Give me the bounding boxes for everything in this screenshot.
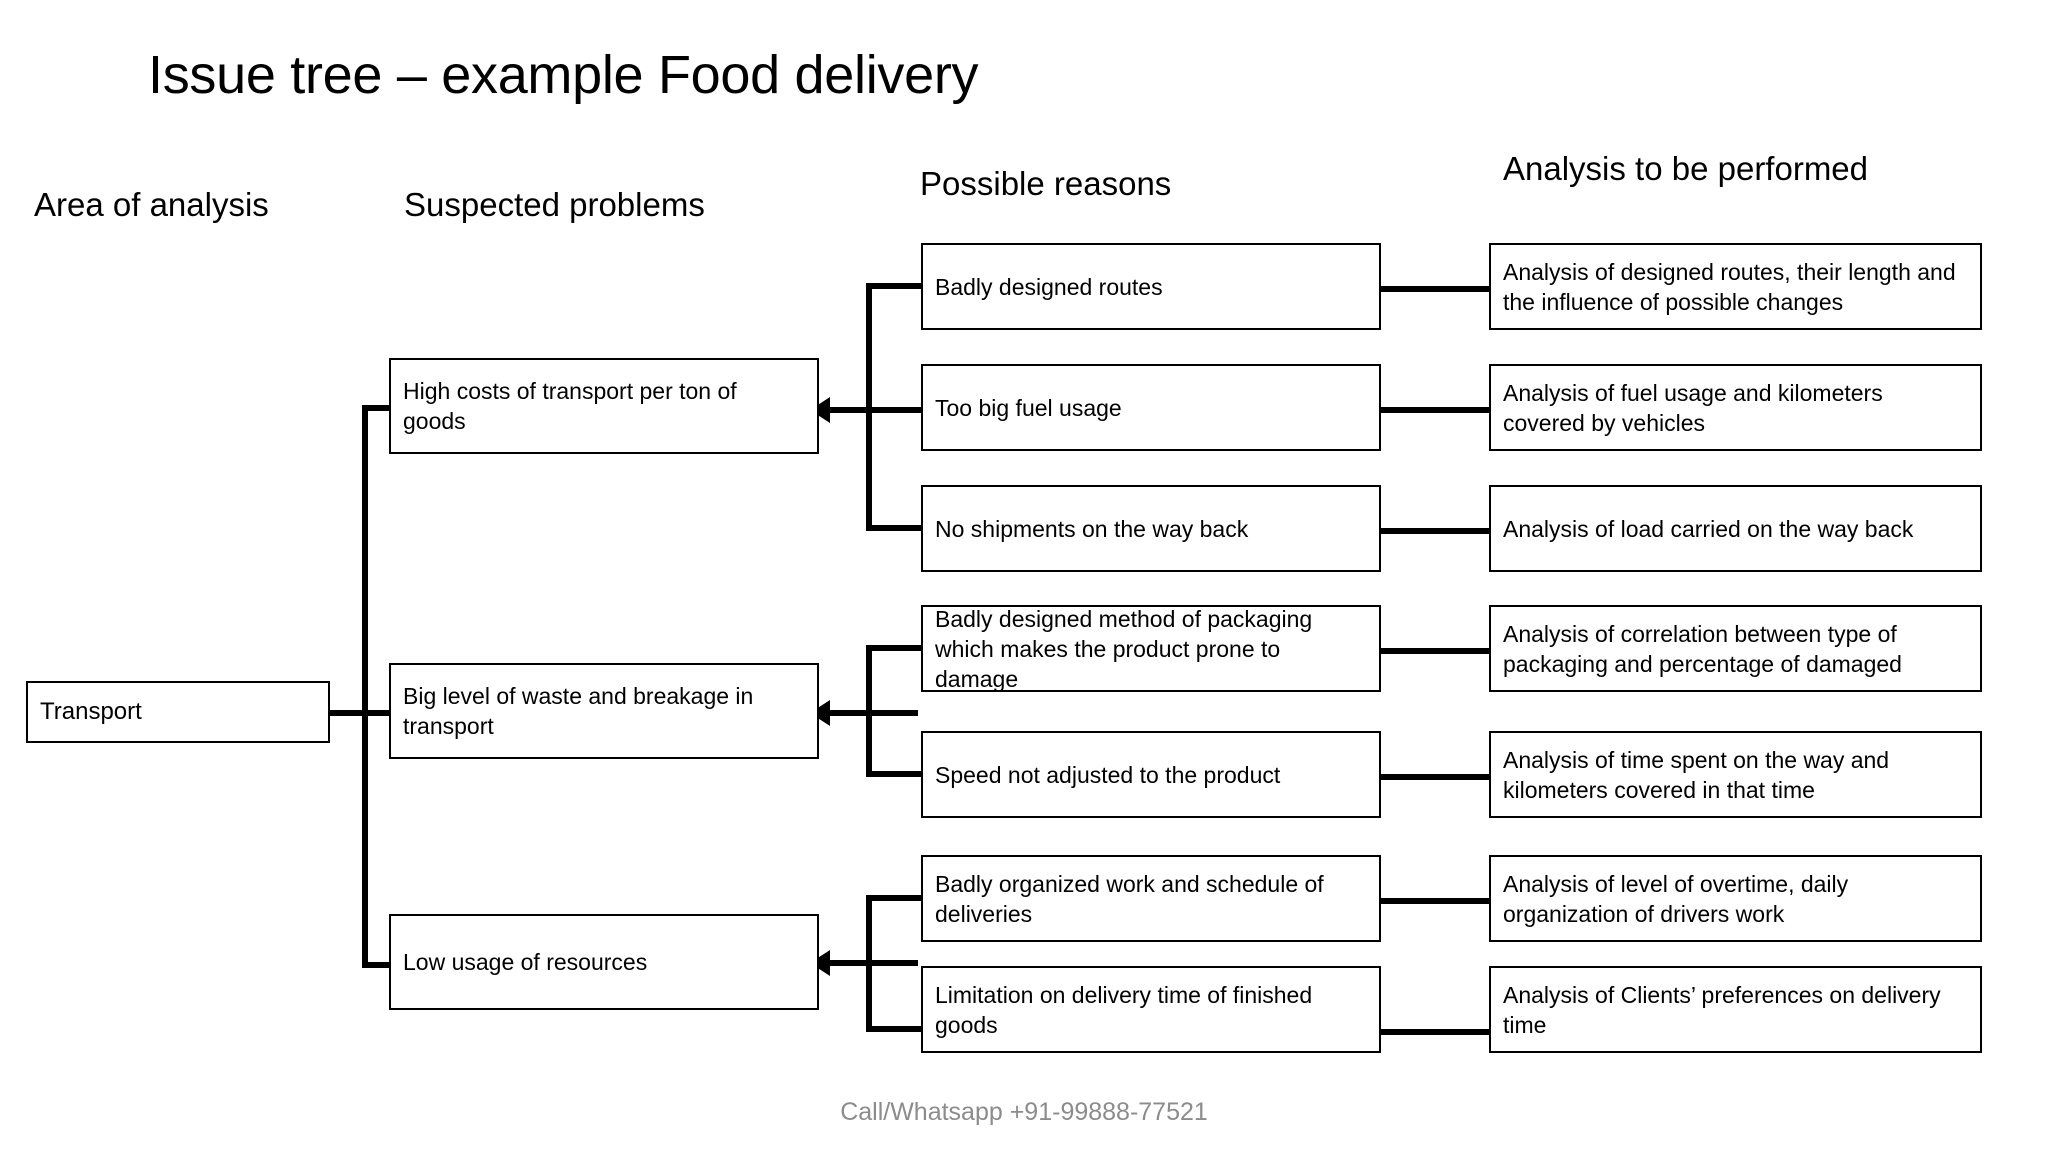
connector-g3-spine <box>866 895 872 1032</box>
connector-g2-analysis-1 <box>1378 648 1490 654</box>
page-title: Issue tree – example Food delivery <box>148 45 979 105</box>
node-label: No shipments on the way back <box>935 515 1249 542</box>
connector-g2-spine <box>866 645 872 777</box>
node-analysis-fuel-usage[interactable]: Analysis of fuel usage and kilometers co… <box>1489 364 1982 451</box>
connector-g2-trunk <box>828 710 918 716</box>
connector-g3-trunk <box>828 960 918 966</box>
column-header-suspected-problems: Suspected problems <box>404 186 705 223</box>
node-reason-too-big-fuel-usage[interactable]: Too big fuel usage <box>921 364 1381 451</box>
node-problem-waste-breakage[interactable]: Big level of waste and breakage in trans… <box>389 663 819 759</box>
connector-g3-reason-2 <box>866 1026 922 1032</box>
node-reason-speed-not-adjusted[interactable]: Speed not adjusted to the product <box>921 731 1381 818</box>
node-label: Analysis of fuel usage and kilometers co… <box>1503 379 1883 436</box>
node-problem-high-costs[interactable]: High costs of transport per ton of goods <box>389 358 819 454</box>
node-label: Analysis of load carried on the way back <box>1503 515 1914 542</box>
column-header-area-of-analysis: Area of analysis <box>34 186 269 223</box>
node-reason-no-shipments-back[interactable]: No shipments on the way back <box>921 485 1381 572</box>
connector-g3-reason-1 <box>866 895 922 901</box>
connector-g2-analysis-2 <box>1378 774 1490 780</box>
node-reason-badly-designed-packaging[interactable]: Badly designed method of packaging which… <box>921 605 1381 692</box>
column-header-analysis-to-be-performed: Analysis to be performed <box>1503 150 1869 187</box>
connector-g1-reason-1 <box>866 283 922 289</box>
connector-root-stub <box>328 710 370 716</box>
node-analysis-load-carried[interactable]: Analysis of load carried on the way back <box>1489 485 1982 572</box>
node-reason-limitation-delivery-time[interactable]: Limitation on delivery time of finished … <box>921 966 1381 1053</box>
node-analysis-clients-preferences[interactable]: Analysis of Clients’ preferences on deli… <box>1489 966 1982 1053</box>
node-label: Badly designed routes <box>935 273 1163 300</box>
node-label: Low usage of resources <box>403 949 648 975</box>
node-label: Badly designed method of packaging which… <box>935 605 1313 692</box>
node-analysis-overtime-level[interactable]: Analysis of level of overtime, daily org… <box>1489 855 1982 942</box>
node-reason-badly-designed-routes[interactable]: Badly designed routes <box>921 243 1381 330</box>
connector-g1-analysis-2 <box>1378 407 1490 413</box>
footer-contact: Call/Whatsapp +91-99888-77521 <box>840 1098 1208 1126</box>
node-analysis-designed-routes[interactable]: Analysis of designed routes, their lengt… <box>1489 243 1982 330</box>
node-label: Too big fuel usage <box>935 394 1122 421</box>
node-label: Analysis of designed routes, their lengt… <box>1503 258 1956 315</box>
connector-g1-reason-3 <box>866 525 922 531</box>
node-label: Big level of waste and breakage in trans… <box>403 683 754 739</box>
connector-problem-1 <box>362 405 394 411</box>
connector-g2-reason-2 <box>866 771 922 777</box>
node-reason-badly-organized-work[interactable]: Badly organized work and schedule of del… <box>921 855 1381 942</box>
connector-g1-reason-2 <box>866 407 922 413</box>
connector-g2-reason-1 <box>866 645 922 651</box>
node-root-transport[interactable]: Transport <box>26 681 330 743</box>
connector-g3-analysis-2 <box>1378 1029 1490 1035</box>
node-problem-low-usage[interactable]: Low usage of resources <box>389 914 819 1010</box>
node-label: Analysis of level of overtime, daily org… <box>1503 870 1849 927</box>
connector-g1-analysis-3 <box>1378 528 1490 534</box>
connector-problem-spine <box>362 408 368 968</box>
connector-g1-analysis-1 <box>1378 286 1490 292</box>
column-header-possible-reasons: Possible reasons <box>920 165 1172 202</box>
connector-problem-2 <box>362 710 394 716</box>
node-label: Transport <box>40 698 142 725</box>
node-analysis-time-spent[interactable]: Analysis of time spent on the way and ki… <box>1489 731 1982 818</box>
node-label: Analysis of Clients’ preferences on deli… <box>1503 981 1941 1038</box>
node-label: High costs of transport per ton of goods <box>403 378 737 434</box>
node-label: Limitation on delivery time of finished … <box>935 981 1313 1038</box>
node-label: Badly organized work and schedule of del… <box>935 870 1324 927</box>
node-label: Speed not adjusted to the product <box>935 761 1281 788</box>
node-label: Analysis of time spent on the way and ki… <box>1503 746 1890 803</box>
connector-g3-analysis-1 <box>1378 898 1490 904</box>
node-analysis-packaging-correlation[interactable]: Analysis of correlation between type of … <box>1489 605 1982 692</box>
node-label: Analysis of correlation between type of … <box>1503 620 1902 677</box>
connector-problem-3 <box>362 962 394 968</box>
